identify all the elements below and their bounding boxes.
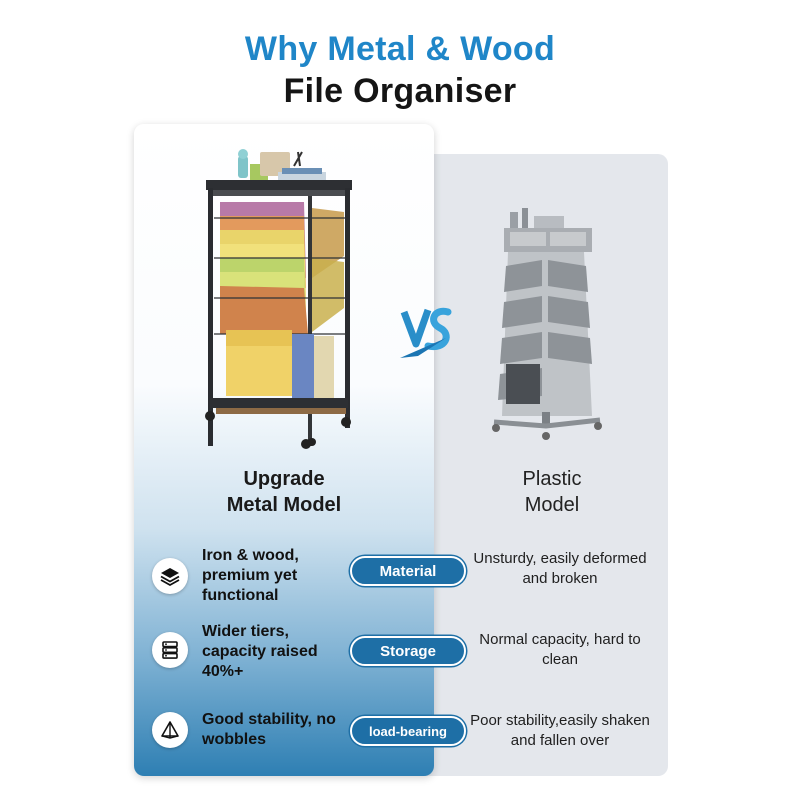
plastic-organiser-image [492,208,602,440]
vs-label: VS [424,364,432,370]
plastic-storage-text: Normal capacity, hard to clean [479,631,641,668]
metal-organiser-image [205,149,352,449]
pyramid-icon [152,712,188,748]
title-line-1: Why Metal & Wood [244,30,556,68]
metal-storage-text: Wider tiers, capacity raised 40%+ [202,623,318,680]
metal-model-label: Upgrade Metal Model [134,466,434,518]
material-badge: Material [350,556,466,586]
layers-icon [152,558,188,594]
metal-material-text: Iron & wood, premium yet functional [202,547,299,604]
plastic-load-text: Poor stability,easily shaken and fallen … [470,712,650,749]
vs-emblem: VS [400,307,452,370]
plastic-model-label: Plastic Model [416,466,688,518]
plastic-material-text: Unsturdy, easily deformed and broken [473,550,647,587]
plastic-model-line-1: Plastic [522,468,582,490]
storage-icon [152,632,188,668]
load-bearing-badge: load-bearing [350,716,466,746]
metal-model-line-2: Metal Model [226,494,342,516]
storage-badge: Storage [350,636,466,666]
metal-model-line-1: Upgrade [243,468,325,490]
metal-load-text: Good stability, no wobbles [202,711,336,748]
title-line-2: File Organiser [283,72,517,110]
plastic-model-line-2: Model [524,494,580,516]
